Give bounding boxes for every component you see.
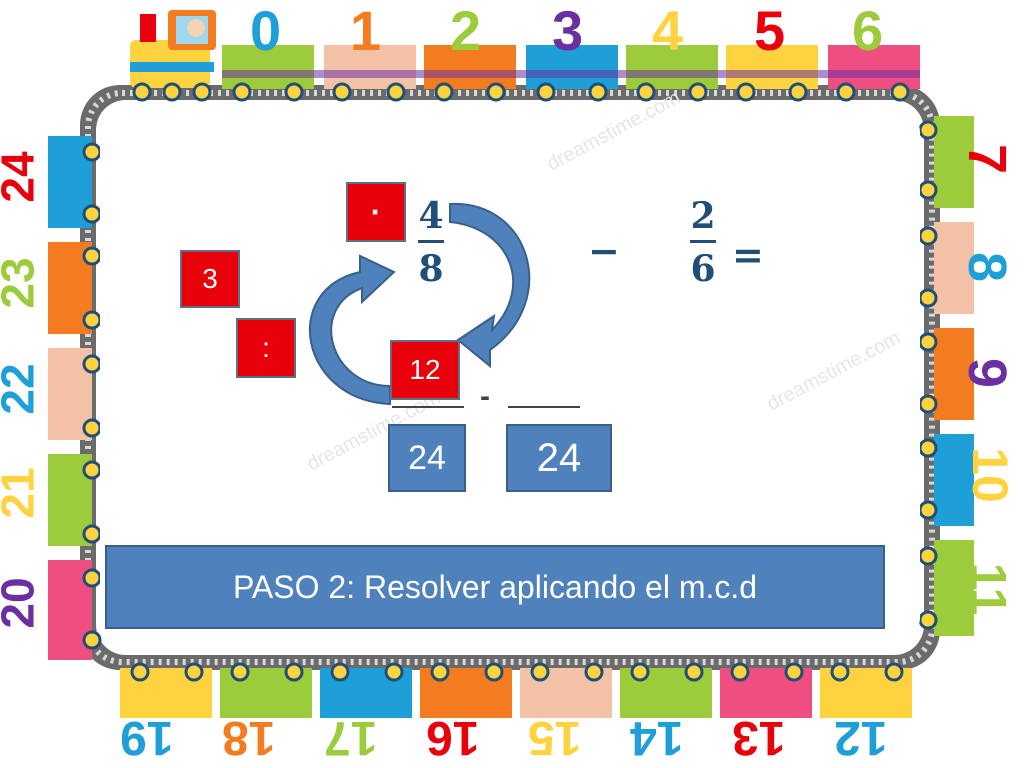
fraction-4-8: 4 8 (418, 198, 444, 287)
number-3-box: 3 (180, 250, 240, 308)
fraction-numerator: 4 (418, 195, 444, 237)
denominator-24-left-box: 24 (388, 424, 466, 492)
digit-3: 3 (552, 0, 584, 62)
digit-8: 8 (957, 251, 1018, 283)
fraction-bar (690, 240, 716, 243)
small-minus-sign: - (480, 380, 490, 413)
digit-14: 14 (630, 711, 684, 764)
equals-sign: = (732, 232, 764, 277)
digit-17: 17 (324, 711, 378, 764)
digit-15: 15 (528, 711, 582, 764)
digit-12: 12 (834, 711, 888, 764)
locomotive (130, 10, 216, 88)
digit-4: 4 (652, 0, 684, 62)
right-wheels (918, 120, 938, 630)
curved-arrows (308, 202, 531, 406)
number-12-box: 12 (390, 340, 460, 400)
fraction-denominator: 6 (690, 248, 716, 290)
digit-5: 5 (754, 0, 786, 62)
fraction-denominator: 8 (418, 248, 444, 290)
divide-colon-box: : (236, 318, 296, 378)
digit-21: 21 (0, 467, 44, 519)
answer-line-right (508, 406, 580, 408)
top-wheels (132, 82, 910, 102)
digit-23: 23 (0, 257, 44, 309)
digit-7: 7 (957, 143, 1018, 175)
digit-1: 1 (350, 0, 382, 62)
multiply-dot-box: · (346, 182, 406, 242)
fraction-bar (418, 240, 444, 243)
digit-10: 10 (961, 447, 1018, 503)
minus-sign: − (588, 228, 620, 273)
digit-6: 6 (852, 0, 884, 62)
digit-9: 9 (957, 357, 1018, 389)
arrow-down-right-icon (449, 202, 531, 369)
digit-24: 24 (0, 151, 44, 203)
digit-18: 18 (222, 711, 276, 764)
digit-13: 13 (732, 711, 786, 764)
right-digit-column: 7 8 9 10 11 (957, 120, 1024, 640)
digit-16: 16 (426, 711, 480, 764)
right-wagons (934, 116, 974, 636)
bottom-digit-row: 19 18 17 16 15 14 13 12 (110, 711, 930, 768)
arrow-up-left-icon (308, 254, 396, 406)
denominator-24-right-box: 24 (506, 424, 612, 492)
digit-19: 19 (120, 711, 174, 764)
left-digit-column: 24 23 22 21 20 (0, 120, 50, 660)
digit-0: 0 (250, 0, 282, 62)
bottom-wheels (130, 662, 904, 682)
fraction-2-6: 2 6 (690, 198, 716, 287)
top-wagons (222, 45, 920, 89)
digit-22: 22 (0, 363, 44, 415)
fraction-numerator: 2 (690, 195, 716, 237)
top-digit-row: 0 1 2 3 4 5 6 (240, 0, 920, 62)
digit-11: 11 (960, 562, 1017, 616)
digit-2: 2 (450, 0, 482, 62)
digit-20: 20 (0, 577, 44, 629)
answer-line-left (392, 406, 464, 408)
step-banner: PASO 2: Resolver aplicando el m.c.d (105, 545, 885, 629)
